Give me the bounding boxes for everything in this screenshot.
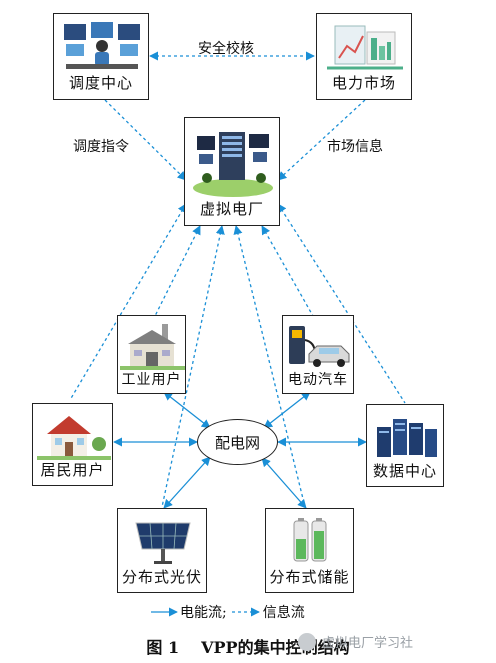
distributed-storage-label: 分布式储能 — [269, 568, 350, 586]
vpp-label: 虚拟电厂 — [199, 200, 264, 218]
industrial-user-node: 工业用户 — [117, 315, 186, 394]
watermark-text: 虚拟电厂学习社 — [322, 636, 414, 651]
distributed-storage-node: 分布式储能 — [265, 508, 354, 593]
distribution-grid-node: 配电网 — [197, 419, 278, 465]
dispatch-center-node: 调度中心 — [53, 13, 149, 100]
dispatch-command-label: 调度指令 — [73, 139, 129, 155]
info-flow-vpp-ev — [261, 225, 314, 317]
legend: 电能流; 信息流 — [150, 602, 305, 622]
distributed-pv-label: 分布式光伏 — [121, 568, 202, 586]
data-center-label: 数据中心 — [372, 462, 437, 480]
power-market-label: 电力市场 — [331, 74, 396, 92]
info-flow-vpp-industrial — [154, 225, 201, 317]
control-room-icon — [64, 22, 140, 69]
legend-info-line-icon — [231, 607, 260, 617]
power-flow-grid-ev — [263, 391, 311, 429]
figure-number: 图 1 — [146, 638, 180, 657]
ev-node: 电动汽车 — [282, 315, 354, 394]
vpp-server-icon — [193, 132, 273, 197]
market-info-label: 市场信息 — [327, 139, 383, 155]
legend-info-flow: 信息流 — [262, 605, 305, 621]
power-market-icon — [327, 25, 403, 70]
data-center-node: 数据中心 — [366, 404, 444, 487]
distributed-pv-node: 分布式光伏 — [117, 508, 207, 593]
watermark: 虚拟电厂学习社 — [298, 632, 413, 651]
industrial-user-label: 工业用户 — [121, 372, 182, 388]
distribution-grid-label: 配电网 — [214, 433, 260, 452]
server-rack-icon — [377, 419, 437, 457]
solar-panel-icon — [135, 522, 191, 564]
wechat-logo-icon — [298, 632, 316, 651]
vpp-node: 虚拟电厂 — [184, 117, 280, 226]
battery-storage-icon — [293, 518, 327, 562]
house-icon — [37, 416, 111, 460]
info-flow-market-vpp — [277, 99, 366, 181]
ev-label: 电动汽车 — [288, 372, 348, 388]
power-flow-grid-industrial — [163, 391, 211, 429]
dispatch-center-label: 调度中心 — [68, 74, 133, 92]
info-flow-dispatch-vpp — [104, 99, 187, 181]
power-market-node: 电力市场 — [316, 13, 412, 100]
ev-charging-icon — [289, 326, 350, 367]
residential-user-node: 居民用户 — [32, 403, 113, 486]
security-check-label: 安全校核 — [198, 41, 254, 57]
power-flow-grid-pv — [163, 456, 211, 509]
residential-user-label: 居民用户 — [40, 461, 105, 479]
legend-power-line-icon — [151, 607, 178, 617]
power-flow-grid-storage — [261, 457, 307, 509]
legend-power-flow: 电能流; — [180, 605, 227, 621]
factory-icon — [120, 324, 185, 370]
info-flow-vpp-residential — [69, 203, 187, 401]
